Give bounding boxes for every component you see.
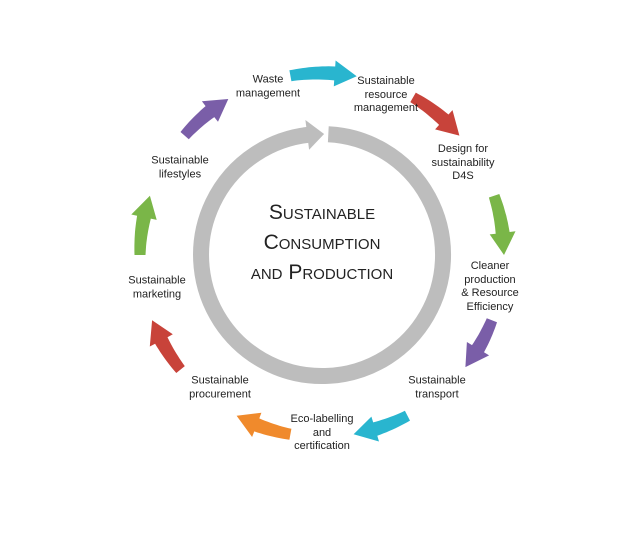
- label-eco-labelling: Eco-labelling and certification: [290, 412, 354, 452]
- label-design-for-sustainability: Design for sustainability D4S: [431, 142, 495, 182]
- cycle-arrow-2: [410, 92, 460, 136]
- cycle-arrow-8: [131, 195, 157, 255]
- cycle-arrow-7: [149, 320, 185, 373]
- central-cycle-ring: [193, 126, 452, 385]
- label-sustainable-transport: Sustainable transport: [408, 374, 466, 401]
- title-line-2: Consumption: [263, 231, 381, 254]
- title-line-3: and Production: [250, 261, 394, 284]
- cycle-arrow-4: [465, 318, 497, 368]
- diagram-title: Sustainable Consumption and Production: [251, 198, 393, 288]
- label-sustainable-procurement: Sustainable procurement: [189, 374, 251, 401]
- cycle-arrow-6: [236, 412, 292, 440]
- label-cleaner-production: Cleaner production & Resource Efficiency: [461, 260, 519, 313]
- cycle-arrow-1: [289, 60, 357, 87]
- cycle-arrow-9: [180, 99, 229, 140]
- cycle-arrow-5: [353, 410, 410, 442]
- label-sustainable-lifestyles: Sustainable lifestyles: [151, 154, 209, 181]
- central-ring-arrowhead: [305, 120, 325, 150]
- title-line-1: Sustainable: [268, 201, 376, 224]
- label-sustainable-resource-management: Sustainable resource management: [353, 74, 419, 114]
- label-sustainable-marketing: Sustainable marketing: [128, 274, 186, 301]
- cycle-arrow-3: [488, 194, 516, 255]
- label-waste-management: Waste management: [235, 73, 301, 100]
